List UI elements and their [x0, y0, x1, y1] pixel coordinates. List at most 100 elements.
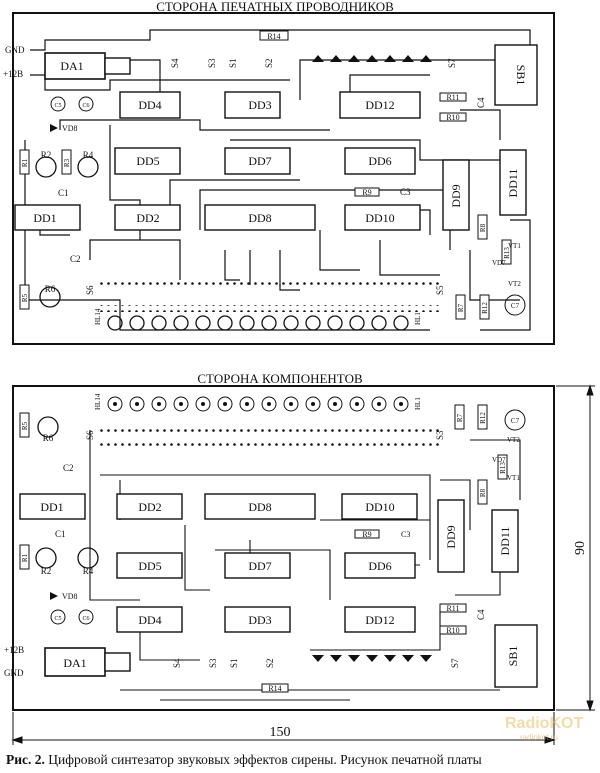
bottom-res-r11: R11 [446, 604, 459, 613]
top-switch-s6: S6 [85, 285, 95, 295]
bottom-cap-c7: C7 [511, 417, 520, 425]
bottom-res-r2: R2 [41, 566, 52, 576]
bottom-res-r8: R8 [479, 488, 487, 497]
top-res-r12: R12 [481, 302, 489, 314]
top-res-r6: R6 [45, 284, 56, 294]
top-switch-s2: S2 [264, 58, 274, 68]
top-led-row [107, 315, 409, 331]
bottom-switch-s2: S2 [265, 658, 275, 668]
top-chip-dd4: DD4 [138, 98, 161, 112]
bottom-res-r13: R13 [499, 462, 507, 474]
bottom-led-row [107, 396, 409, 412]
top-gnd-label: GND [5, 45, 25, 55]
top-chip-dd5: DD5 [136, 154, 159, 168]
top-res-r9: R9 [362, 188, 371, 197]
top-cap-c5: C5 [54, 103, 61, 109]
bottom-cap-c1: C1 [55, 529, 66, 539]
top-res-r10: R10 [446, 113, 459, 122]
top-chip-dd9: DD9 [449, 184, 463, 207]
caption-text: Цифровой синтезатор звуковых эффектов си… [48, 752, 482, 767]
bottom-chip-dd2: DD2 [138, 500, 161, 514]
bottom-cap-c4: C4 [476, 609, 486, 620]
top-res-r13: R13 [503, 247, 511, 259]
top-chip-dd2: DD2 [136, 211, 159, 225]
top-chip-dd10: DD10 [365, 211, 394, 225]
bottom-res-r4: R4 [83, 566, 94, 576]
top-12v-label: +12В [3, 69, 23, 79]
bottom-button-sb1: SB1 [506, 646, 520, 667]
top-res-r14: R14 [267, 32, 280, 41]
bottom-res-r10: R10 [446, 626, 459, 635]
top-led-hl1: HL1 [414, 312, 422, 325]
top-diode-vd8: VD8 [62, 124, 78, 133]
bottom-chip-dd10: DD10 [365, 500, 394, 514]
dimension-height: 90 [573, 541, 588, 555]
bottom-cap-c5: C5 [54, 616, 61, 622]
top-res-r7: R7 [457, 303, 465, 312]
bottom-chip-dd8: DD8 [248, 500, 271, 514]
top-res-r4: R4 [83, 150, 94, 160]
dimension-width: 150 [270, 725, 291, 740]
watermark-main: RadioKOT [505, 715, 583, 732]
top-chip-dd12: DD12 [365, 98, 394, 112]
bottom-cap-c6: C6 [82, 616, 89, 622]
top-chip-dd7: DD7 [248, 154, 271, 168]
bottom-chip-dd12: DD12 [365, 613, 394, 627]
bottom-led-hl1: HL1 [414, 397, 422, 410]
top-board: СТОРОНА ПЕЧАТНЫХ ПРОВОДНИКОВ [3, 0, 555, 345]
bottom-chip-dd1: DD1 [40, 500, 63, 514]
bottom-board-title: СТОРОНА КОМПОНЕНТОВ [197, 371, 363, 386]
top-chip-dd11: DD11 [506, 169, 520, 198]
top-chip-dd6: DD6 [368, 154, 391, 168]
bottom-board-outline [12, 385, 555, 711]
top-led-diode-row [312, 55, 432, 62]
bottom-res-r6: R6 [43, 433, 54, 443]
top-button-sb1: SB1 [514, 65, 528, 86]
top-transistor-vt2: VT2 [508, 280, 521, 288]
top-chip-dd3: DD3 [248, 98, 271, 112]
bottom-switch-s5: S3 [435, 430, 445, 440]
top-cap-c7: C7 [511, 302, 520, 310]
bottom-led-diode-row [312, 655, 432, 662]
bottom-switch-s3b: S3 [208, 658, 218, 668]
top-traces [24, 29, 531, 331]
bottom-diode-vd7: VD7 [492, 456, 506, 464]
bottom-chip-da1: DA1 [63, 656, 86, 670]
top-switch-s4: S4 [170, 58, 180, 68]
bottom-switch-s6: S6 [85, 430, 95, 440]
top-res-r2: R2 [41, 150, 52, 160]
bottom-chip-dd9: DD9 [444, 525, 458, 548]
top-chip-dd1: DD1 [33, 211, 56, 225]
top-cap-c1: C1 [58, 188, 69, 198]
bottom-res-r5: R5 [21, 421, 29, 430]
bottom-chip-dd3: DD3 [248, 613, 271, 627]
bottom-transistor-vt1: VT1 [507, 474, 520, 482]
bottom-switch-s4: S4 [172, 658, 182, 668]
top-board-title: СТОРОНА ПЕЧАТНЫХ ПРОВОДНИКОВ [156, 0, 394, 14]
top-chip-da1: DA1 [60, 59, 83, 73]
top-res-r1: R1 [21, 158, 29, 167]
bottom-chip-dd5: DD5 [138, 559, 161, 573]
top-res-r8: R8 [479, 223, 487, 232]
top-transistor-vt1: VT1 [508, 242, 521, 250]
top-cap-c4: C4 [476, 97, 486, 108]
top-led-hl14: HL14 [94, 308, 102, 325]
bottom-chip-dd7: DD7 [248, 559, 271, 573]
dimensions [11, 384, 595, 745]
top-diode-vd7: VD7 [492, 259, 506, 267]
top-cap-c6: C6 [82, 103, 89, 109]
watermark: RadioKOT radiokot.ru [505, 715, 583, 742]
bottom-diode-vd8: VD8 [62, 592, 78, 601]
bottom-res-r1: R1 [21, 553, 29, 562]
top-cap-c3: C3 [400, 187, 411, 197]
bottom-transistor-vt2: VT2 [507, 436, 520, 444]
bottom-switch-s1: S1 [229, 658, 239, 668]
top-cap-c2: C2 [70, 254, 81, 264]
bottom-board: СТОРОНА КОМПОНЕНТОВ [4, 371, 555, 711]
bottom-res-r9: R9 [362, 530, 371, 539]
bottom-switch-s7: S7 [450, 658, 460, 668]
top-switch-s5: S5 [435, 285, 445, 295]
top-res-r11: R11 [446, 93, 459, 102]
